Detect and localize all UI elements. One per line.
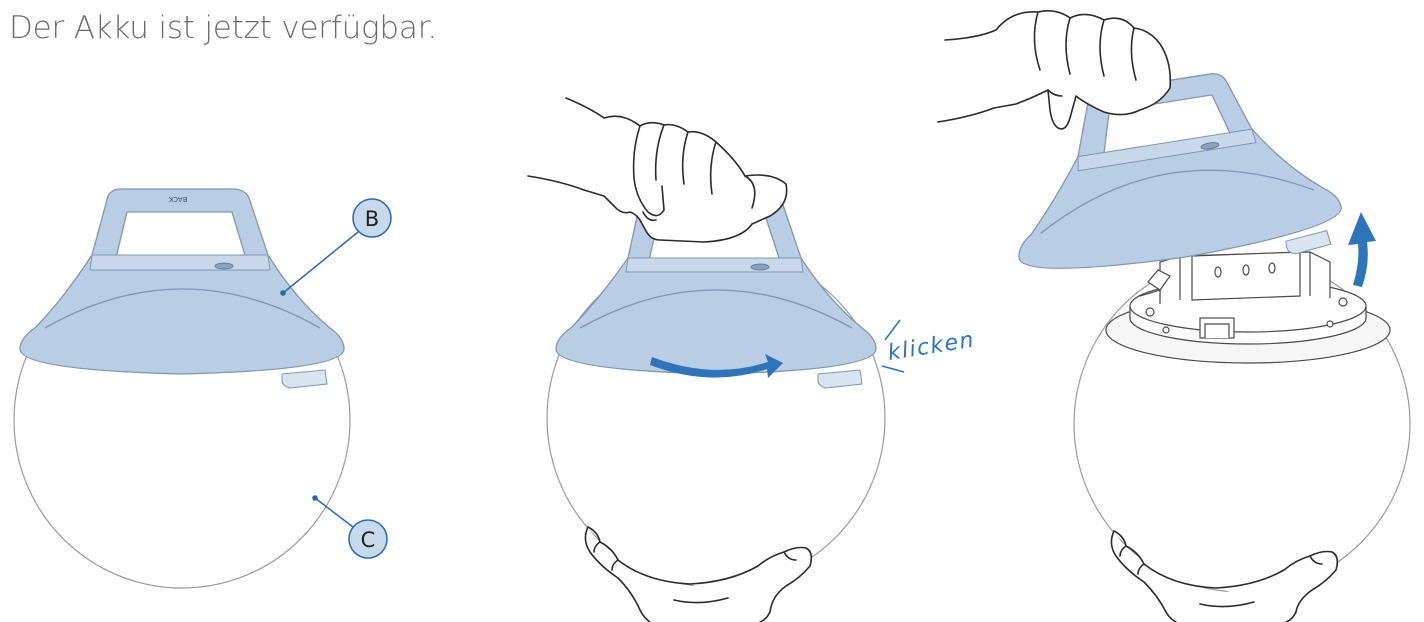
- callout-b-label: B: [365, 207, 379, 231]
- click-indicator: klicken: [882, 320, 977, 372]
- up-arrow-icon: [1348, 212, 1376, 287]
- hand-icon: [938, 11, 1170, 129]
- lamp-head-icon: BACK: [20, 189, 344, 388]
- step-3-lift: [938, 11, 1410, 622]
- svg-text:BACK: BACK: [168, 195, 187, 203]
- click-label: klicken: [886, 328, 977, 366]
- step-2-twist: klicken: [528, 98, 977, 622]
- step-1-lamp: BACK B C: [14, 189, 391, 588]
- callout-c-label: C: [361, 528, 376, 552]
- battery-module-icon: [1106, 252, 1390, 363]
- hand-icon: [528, 98, 787, 242]
